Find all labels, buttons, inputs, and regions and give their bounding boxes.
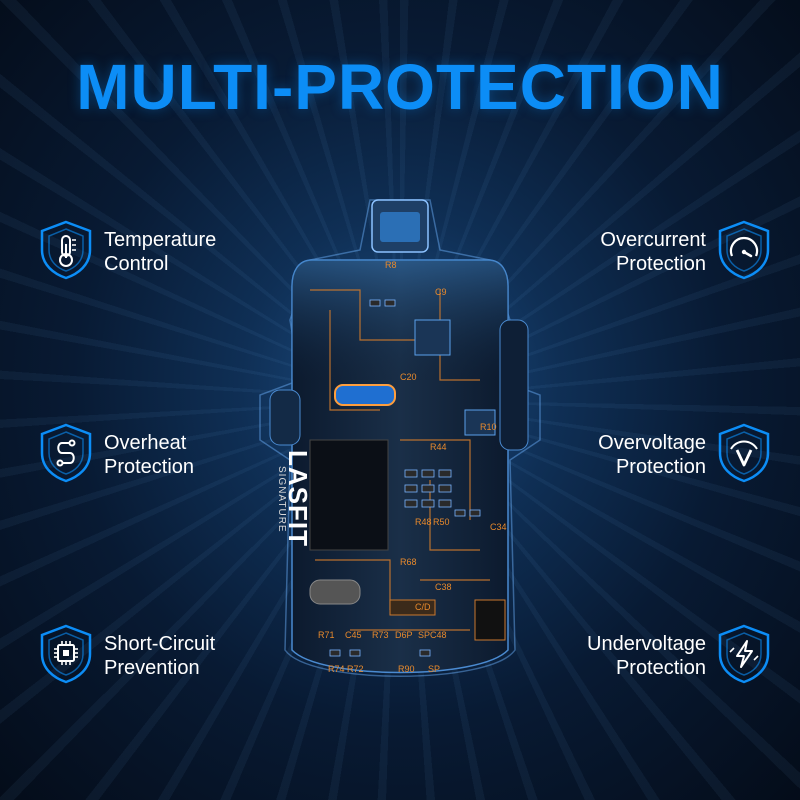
board-label: C34 [490,522,507,532]
feature-line2: Protection [104,456,195,478]
board-label: R44 [430,442,447,452]
board-label: C20 [400,372,417,382]
lightning-shield-icon [718,624,770,684]
board-label: R10 [480,422,497,432]
feature-line2: Protection [615,657,706,679]
feature-line1: Overheat [104,432,187,454]
feature-line1: Undervoltage [587,633,706,655]
feature-line1: Temperature [104,229,217,251]
feature-line1: Short-Circuit [104,633,216,655]
board-label: R48 [415,517,432,527]
feature-label: Overheat Protection [104,431,194,479]
feature-line2: Protection [615,253,706,275]
feature-label: Short-Circuit Prevention [104,632,215,680]
page-title: MULTI-PROTECTION [76,51,724,123]
board-label: C45 [345,630,362,640]
feature-label: Undervoltage Protection [587,632,706,680]
feature-overvoltage-protection: Overvoltage Protection [522,423,772,483]
board-label: R90 [398,664,415,674]
board-label: C48 [430,630,447,640]
brand-logo-text: LASFIT [283,450,313,547]
chip-shield-icon [40,624,92,684]
gauge-shield-icon [718,220,770,280]
board-label: C9 [435,287,447,297]
board-label: R73 [372,630,389,640]
board-label: SP [428,664,440,674]
brand-sub-text: SIGNATURE [276,466,287,533]
board-label: C38 [435,582,452,592]
feature-line2: Protection [615,456,706,478]
feature-line2: Prevention [104,657,200,679]
feature-line1: Overcurrent [600,229,706,251]
voltage-shield-icon [718,423,770,483]
feature-undervoltage-protection: Undervoltage Protection [522,624,772,684]
board-label: SP [418,630,430,640]
feature-label: Overvoltage Protection [598,431,706,479]
feature-line2: Control [104,253,169,275]
feature-label: Temperature Control [104,228,216,276]
board-label: R68 [400,557,417,567]
board-label: R71 [318,630,335,640]
feature-label: Overcurrent Protection [600,228,706,276]
thermometer-shield-icon [40,220,92,280]
board-label: R50 [433,517,450,527]
board-label: C/D [415,602,431,612]
feature-line1: Overvoltage [598,432,706,454]
car-charger-circuit-illustration: R8 C9 C20 R44 R10 C34 R48 R50 R68 C38 R7… [259,199,541,677]
board-label: R74 [328,664,345,674]
feature-overcurrent-protection: Overcurrent Protection [522,220,772,280]
board-label: D6P [395,630,413,640]
board-label: R8 [385,260,397,270]
circuit-path-shield-icon [40,423,92,483]
board-label: R72 [347,664,364,674]
